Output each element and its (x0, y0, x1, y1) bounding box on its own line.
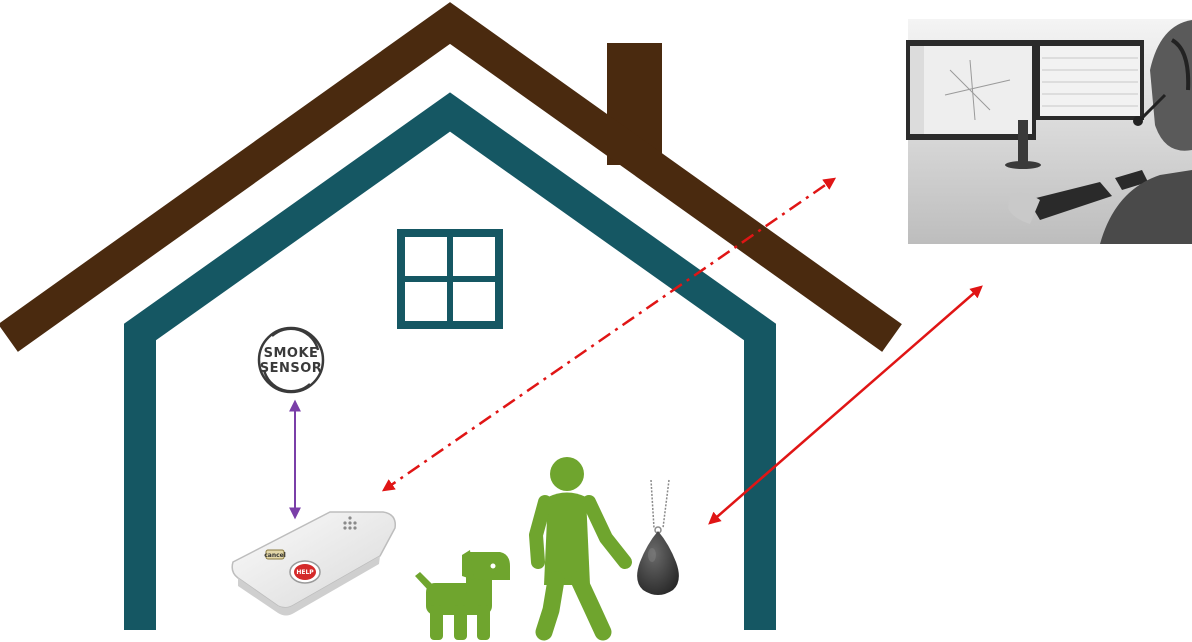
cancel-button: cancel (264, 550, 286, 559)
monitoring-center-photo (906, 19, 1192, 244)
smoke-sensor-icon: SMOKE SENSOR (259, 328, 323, 392)
monitor-left (906, 40, 1036, 140)
smoke-sensor-line2: SENSOR (260, 361, 323, 376)
help-button-label: HELP (296, 569, 314, 576)
monitor-right (1036, 40, 1144, 120)
smoke-sensor-line1: SMOKE (264, 346, 319, 361)
person-walking-icon (536, 457, 625, 632)
base-unit-icon: cancel HELP (232, 512, 395, 616)
help-button: HELP (290, 561, 320, 583)
dog-icon (415, 550, 510, 640)
pendant-icon (637, 480, 679, 595)
cancel-button-label: cancel (264, 552, 286, 559)
window-icon (401, 233, 499, 325)
